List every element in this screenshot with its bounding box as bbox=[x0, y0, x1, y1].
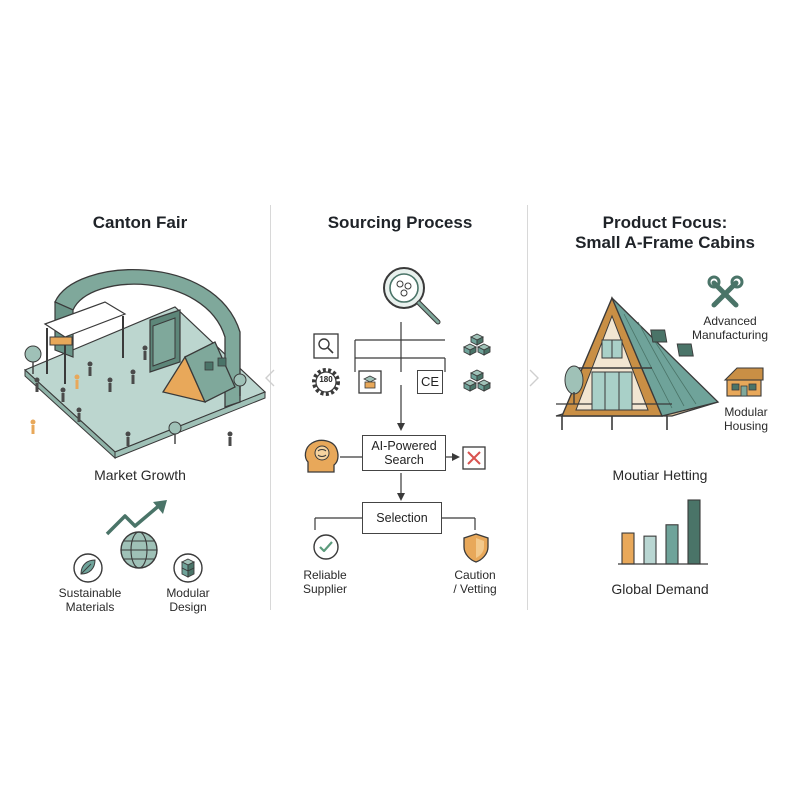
global-demand-label: Global Demand bbox=[611, 581, 709, 597]
cubes-icon bbox=[173, 553, 203, 583]
house-icon bbox=[723, 367, 764, 397]
ai-box-line1: AI-Powered bbox=[371, 439, 437, 453]
modular-housing-label: Modular Housing bbox=[708, 405, 784, 433]
iso-badge: 180 bbox=[319, 375, 333, 384]
modular-housing-line2: Housing bbox=[723, 419, 769, 433]
bar-chart bbox=[618, 499, 708, 565]
check-icon bbox=[313, 534, 339, 560]
ai-search-box: AI-Powered Search bbox=[362, 435, 446, 471]
modular-design-label: Modular Design bbox=[148, 586, 228, 614]
bar-4 bbox=[687, 499, 701, 565]
market-growth-label: Market Growth bbox=[94, 467, 186, 483]
flow-connectors bbox=[314, 322, 476, 530]
advanced-line2: Manufacturing bbox=[691, 328, 769, 342]
modular-line2: Design bbox=[169, 600, 207, 614]
a-frame-cabin-illustration bbox=[555, 296, 720, 430]
canton-fair-title: Canton Fair bbox=[92, 213, 188, 232]
ce-badge: CE bbox=[417, 370, 443, 394]
caution-line1: Caution bbox=[454, 568, 496, 582]
reliable-supplier-label: Reliable Supplier bbox=[290, 568, 360, 596]
sustainable-line1: Sustainable bbox=[58, 586, 122, 600]
gear-icon bbox=[312, 368, 340, 396]
wrench-screwdriver-icon bbox=[707, 275, 744, 308]
document-icon bbox=[358, 370, 382, 394]
caution-line2: / Vetting bbox=[453, 582, 497, 596]
divider-left bbox=[270, 205, 271, 610]
hetting-label: Moutiar Hetting bbox=[612, 467, 708, 483]
growth-arrow-icon bbox=[105, 500, 167, 536]
caution-vetting-label: Caution / Vetting bbox=[440, 568, 510, 596]
globe-icon bbox=[120, 531, 158, 569]
product-focus-line2: Small A-Frame Cabins bbox=[575, 233, 755, 252]
divider-left-notch bbox=[265, 369, 275, 387]
bar-2 bbox=[643, 535, 657, 565]
close-icon bbox=[462, 446, 486, 470]
product-focus-line1: Product Focus: bbox=[602, 213, 728, 232]
cubes-icon bbox=[462, 369, 492, 392]
modular-line1: Modular bbox=[166, 586, 210, 600]
cubes-icon bbox=[462, 333, 492, 356]
brain-icon bbox=[304, 439, 339, 473]
bar-3 bbox=[665, 524, 679, 565]
sustainable-line2: Materials bbox=[65, 600, 115, 614]
reliable-line1: Reliable bbox=[303, 568, 347, 582]
divider-right bbox=[527, 205, 528, 610]
sustainable-materials-label: Sustainable Materials bbox=[45, 586, 135, 614]
modular-housing-line1: Modular bbox=[724, 405, 768, 419]
advanced-manufacturing-label: Advanced Manufacturing bbox=[680, 314, 780, 342]
bar-1 bbox=[621, 532, 635, 565]
ai-box-line2: Search bbox=[384, 453, 424, 467]
sourcing-process-title: Sourcing Process bbox=[327, 213, 473, 232]
product-focus-title: Product Focus: Small A-Frame Cabins bbox=[555, 213, 775, 253]
magnifier-icon bbox=[383, 267, 441, 325]
shield-icon bbox=[463, 533, 489, 563]
search-icon bbox=[313, 333, 339, 359]
reliable-line2: Supplier bbox=[302, 582, 348, 596]
fair-illustration bbox=[23, 269, 267, 460]
leaf-icon bbox=[73, 553, 103, 583]
divider-right-notch bbox=[529, 369, 539, 387]
advanced-line1: Advanced bbox=[703, 314, 757, 328]
selection-box: Selection bbox=[362, 502, 442, 534]
